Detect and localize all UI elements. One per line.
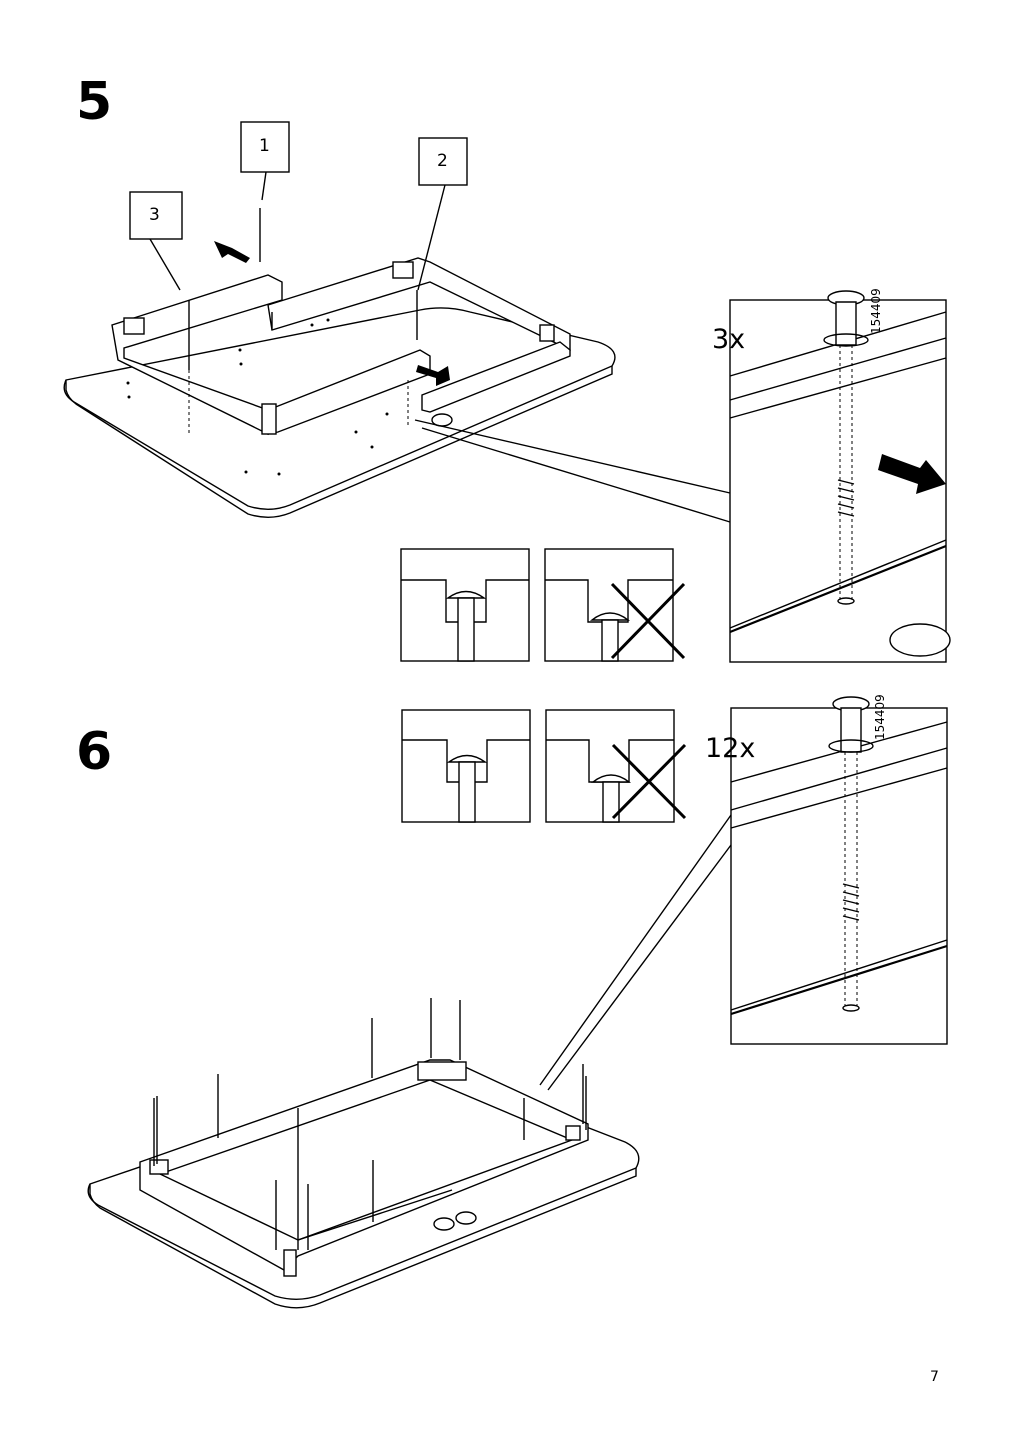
step6-incorrect-panel — [545, 709, 687, 823]
callout-label-2: 2 — [437, 151, 448, 171]
cross-icon — [611, 743, 687, 820]
step6-detail-view — [539, 696, 948, 1091]
arrow-icon — [878, 454, 946, 494]
cross-icon — [610, 582, 686, 660]
page-number: 7 — [930, 1369, 939, 1385]
hole-dots — [126, 318, 389, 476]
screw-icon — [153, 998, 587, 1250]
step5-quantity: 3x — [712, 324, 746, 355]
callout-box-1 — [240, 121, 290, 173]
step6-tabletop-drawing — [87, 998, 640, 1309]
callout-box-3 — [129, 191, 183, 240]
step6-correct-panel — [401, 709, 531, 823]
screw-icon — [188, 208, 418, 436]
screw-icon — [823, 290, 869, 605]
step-number-5: 5 — [76, 72, 113, 132]
step5-correct-panel — [400, 548, 530, 662]
callout-label-3: 3 — [149, 205, 160, 225]
step5-part-code: 154409 — [869, 288, 883, 334]
callout-box-2 — [418, 137, 468, 186]
arrow-icon — [214, 241, 450, 386]
callout-label-1: 1 — [259, 136, 270, 156]
step6-quantity: 12x — [705, 733, 756, 764]
step-number-6: 6 — [76, 722, 113, 782]
screw-icon — [828, 696, 874, 1012]
step5-incorrect-panel — [544, 548, 686, 662]
step5-detail-view — [729, 290, 951, 663]
step5-tabletop-drawing — [63, 121, 731, 523]
step6-part-code: 154409 — [873, 694, 887, 740]
